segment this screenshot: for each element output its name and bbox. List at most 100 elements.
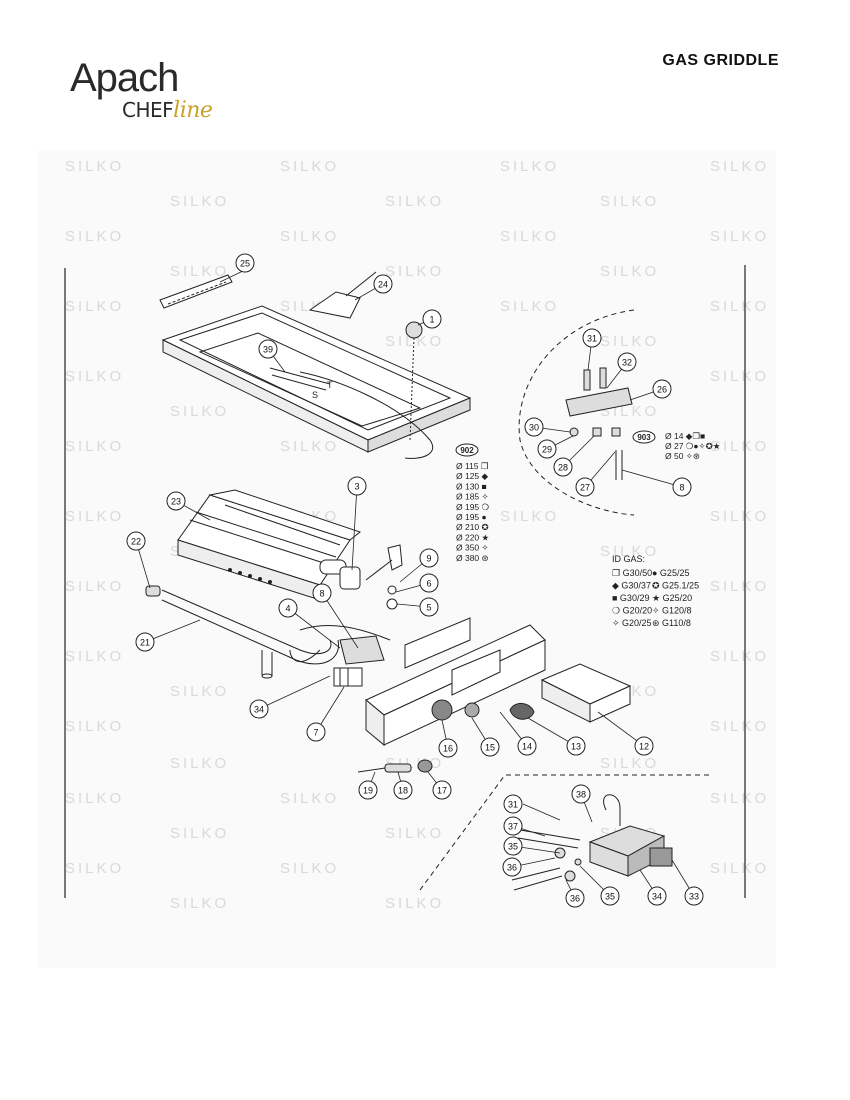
- svg-text:27: 27: [580, 483, 590, 493]
- callout-14: 14: [517, 736, 537, 756]
- id-gas-entry: ★ G25/20: [652, 593, 692, 603]
- svg-text:30: 30: [529, 423, 539, 433]
- svg-text:37: 37: [508, 822, 518, 832]
- injector-902-row: Ø 210 ✪: [456, 522, 490, 532]
- watermark-text: SILKO: [280, 228, 340, 245]
- id-gas-entry: ❐ G30/50: [612, 568, 652, 578]
- callout-22: 22: [126, 531, 146, 551]
- callout-16: 16: [438, 738, 458, 758]
- brand-sub-text: CHEF: [122, 98, 174, 122]
- svg-text:34: 34: [254, 705, 264, 715]
- part-12-tray: [540, 663, 632, 723]
- part-7-block: [333, 667, 363, 687]
- watermark-text: SILKO: [280, 790, 340, 807]
- watermark-text: SILKO: [710, 648, 770, 665]
- injector-902-row: Ø 380 ⊛: [456, 553, 489, 563]
- id-gas-legend: ID GAS: ❐ G30/50◆ G30/37■ G30/29❍ G20/20…: [612, 554, 699, 628]
- svg-text:34: 34: [652, 892, 662, 902]
- label-s: S: [312, 390, 318, 400]
- svg-text:35: 35: [605, 892, 615, 902]
- callout-31: 31: [582, 328, 602, 348]
- watermark-text: SILKO: [710, 368, 770, 385]
- brand-sub: CHEFline: [122, 98, 213, 123]
- callout-1: 1: [422, 309, 442, 329]
- callout-35: 35: [503, 836, 523, 856]
- brand-sub-script: line: [173, 98, 213, 123]
- watermark-text: SILKO: [170, 895, 230, 912]
- watermark-text: SILKO: [385, 895, 445, 912]
- id-gas-entry: ✪ G25.1/25: [652, 581, 699, 591]
- callout-36: 36: [502, 857, 522, 877]
- detail-circle: [518, 309, 635, 516]
- id-gas-entry: ◆ G30/37: [612, 581, 651, 591]
- callout-27: 27: [575, 477, 595, 497]
- watermark-text: SILKO: [500, 228, 560, 245]
- part-22-nozzle: [145, 585, 161, 597]
- watermark-text: SILKO: [600, 755, 660, 772]
- svg-text:35: 35: [508, 842, 518, 852]
- watermark-text: SILKO: [170, 755, 230, 772]
- callout-29: 29: [537, 439, 557, 459]
- svg-text:36: 36: [570, 894, 580, 904]
- injector-903-row: Ø 14 ◆❐■: [665, 431, 705, 441]
- callout-5: 5: [419, 597, 439, 617]
- watermark-text: SILKO: [385, 193, 445, 210]
- watermark-text: SILKO: [500, 298, 560, 315]
- watermark-text: SILKO: [600, 543, 660, 560]
- svg-text:21: 21: [140, 638, 150, 648]
- svg-text:1: 1: [429, 315, 434, 325]
- callout-39: 39: [258, 339, 278, 359]
- svg-text:19: 19: [363, 786, 373, 796]
- callout-9: 9: [419, 548, 439, 568]
- part-23-burner: [177, 489, 362, 601]
- callout-6: 6: [419, 573, 439, 593]
- callout-31: 31: [503, 794, 523, 814]
- part-24-scraper: [308, 271, 377, 319]
- svg-text:17: 17: [437, 786, 447, 796]
- detail-frame: [419, 774, 710, 891]
- callout-24: 24: [373, 274, 393, 294]
- callout-33: 33: [684, 886, 704, 906]
- callout-18: 18: [393, 780, 413, 800]
- svg-text:33: 33: [689, 892, 699, 902]
- svg-text:15: 15: [485, 743, 495, 753]
- svg-text:13: 13: [571, 742, 581, 752]
- injector-902-row: Ø 195 ●: [456, 512, 487, 522]
- watermark-text: SILKO: [500, 508, 560, 525]
- injector-903-row: Ø 50 ✧⊛: [665, 451, 700, 461]
- injector-903-row: Ø 27 ❍●✧✪★: [665, 441, 721, 451]
- svg-text:39: 39: [263, 345, 273, 355]
- watermark-text: SILKO: [600, 263, 660, 280]
- svg-text:6: 6: [426, 579, 431, 589]
- id-gas-entry: ✧ G20/25: [612, 618, 652, 628]
- watermark-text: SILKO: [385, 333, 445, 350]
- watermark-text: SILKO: [65, 438, 125, 455]
- watermark-text: SILKO: [500, 158, 560, 175]
- injector-902-row: Ø 220 ★: [456, 532, 490, 542]
- svg-text:5: 5: [426, 603, 431, 613]
- callout-15: 15: [480, 737, 500, 757]
- watermark-text: SILKO: [280, 438, 340, 455]
- injector-list-902: Ø 115 ❐Ø 125 ◆Ø 130 ■Ø 185 ✧Ø 195 ❍Ø 195…: [456, 461, 490, 563]
- id-gas-entry: ❍ G20/20: [612, 606, 652, 616]
- injector-902-row: Ø 350 ✧: [456, 543, 490, 553]
- watermark-text: SILKO: [170, 403, 230, 420]
- injector-list-903: Ø 14 ◆❐■Ø 27 ❍●✧✪★Ø 50 ✧⊛: [665, 431, 721, 461]
- part-18-electrode: [357, 759, 433, 773]
- watermark-text: SILKO: [710, 438, 770, 455]
- callout-34: 34: [647, 886, 667, 906]
- watermark-text: SILKO: [385, 825, 445, 842]
- brand-logo: Apach CHEFline: [70, 58, 213, 123]
- callout-17: 17: [432, 780, 452, 800]
- callout-30: 30: [524, 417, 544, 437]
- svg-text:28: 28: [558, 463, 568, 473]
- watermark-text: SILKO: [65, 790, 125, 807]
- watermark-text: SILKO: [600, 333, 660, 350]
- part-3-thermocouple: [339, 544, 403, 610]
- callout-13: 13: [566, 736, 586, 756]
- watermark-text: SILKO: [170, 825, 230, 842]
- svg-text:8: 8: [319, 589, 324, 599]
- code-902-text: 902: [460, 446, 474, 455]
- callout-7: 7: [306, 722, 326, 742]
